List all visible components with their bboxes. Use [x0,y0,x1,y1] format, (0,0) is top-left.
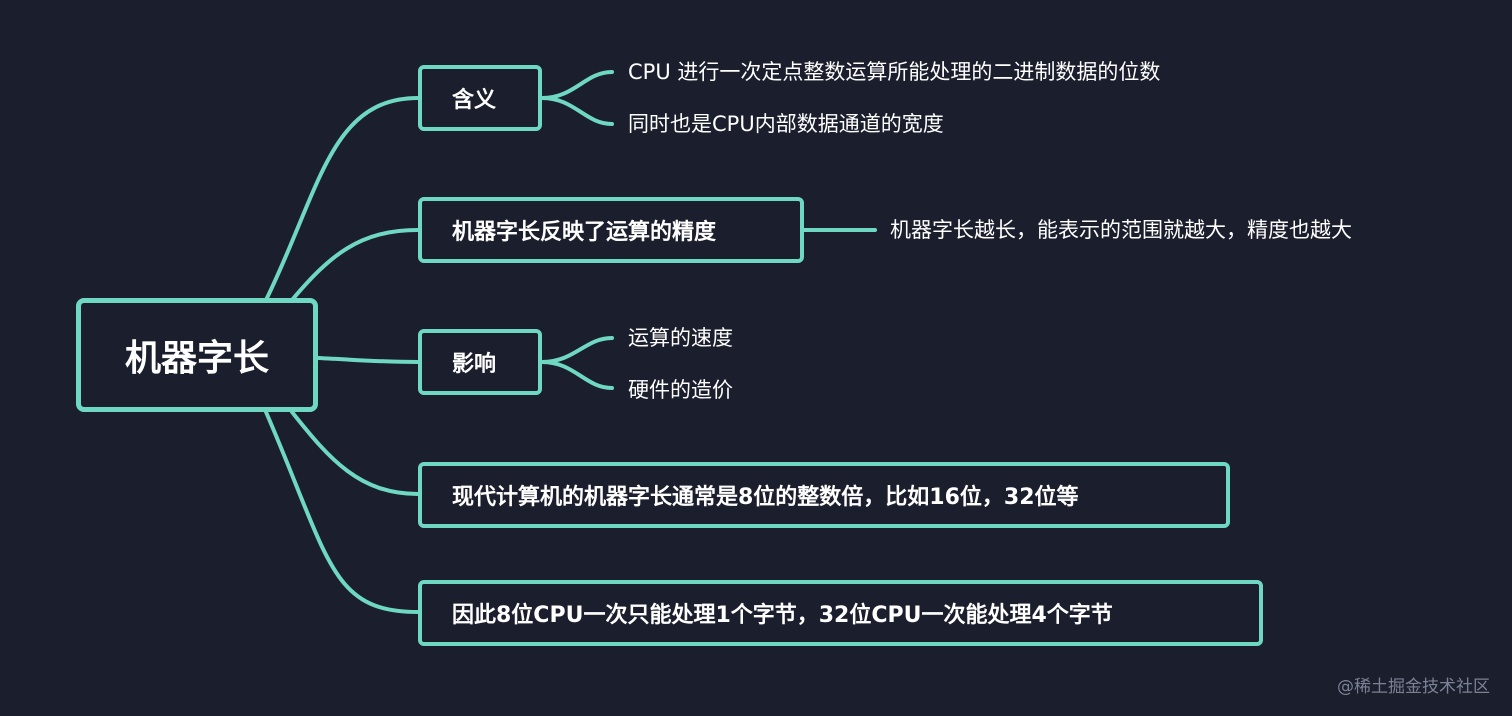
leaf-impact-1: 运算的速度 [628,326,733,350]
leaf-precision-1: 机器字长越长，能表示的范围就越大，精度也越大 [890,218,1352,242]
branch-impact[interactable]: 影响 [418,329,542,395]
link-root-branch-4 [290,410,420,496]
branch-label: 现代计算机的机器字长通常是8位的整数倍，比如16位，32位等 [452,485,1079,510]
watermark: @稀土掘金技术社区 [1337,677,1490,697]
link-branch-1-leaf-1 [540,70,614,100]
leaf-impact-2: 硬件的造价 [628,378,733,402]
branch-bytes-per-cycle[interactable]: 因此8位CPU一次只能处理1个字节，32位CPU一次能处理4个字节 [418,580,1263,646]
root-node[interactable]: 机器字长 [76,298,318,412]
link-root-branch-1 [264,96,420,302]
branch-precision[interactable]: 机器字长反映了运算的精度 [418,197,804,263]
leaf-meaning-1: CPU 进行一次定点整数运算所能处理的二进制数据的位数 [628,60,1161,84]
branch-label: 因此8位CPU一次只能处理1个字节，32位CPU一次能处理4个字节 [452,603,1113,628]
link-root-branch-2 [290,228,420,302]
branch-meaning[interactable]: 含义 [418,65,542,131]
branch-label: 影响 [452,352,497,377]
branch-label: 机器字长反映了运算的精度 [452,220,717,245]
link-branch-3-leaf-2 [540,360,614,390]
link-branch-3-leaf-1 [540,336,614,364]
link-root-branch-5 [264,410,420,614]
link-branch-1-leaf-2 [540,96,614,126]
leaf-meaning-2: 同时也是CPU内部数据通道的宽度 [628,112,944,136]
root-label: 机器字长 [124,338,269,379]
link-root-branch-3 [316,356,420,364]
branch-label: 含义 [452,88,497,113]
branch-modern-word-length[interactable]: 现代计算机的机器字长通常是8位的整数倍，比如16位，32位等 [418,462,1230,528]
